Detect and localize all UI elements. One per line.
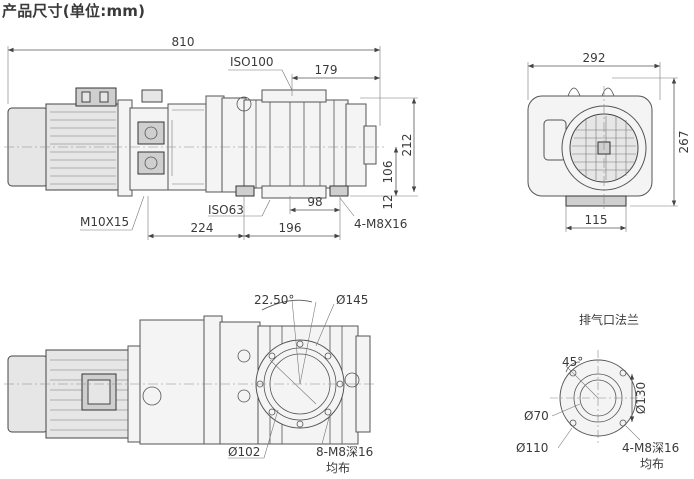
dim-height: 212	[400, 134, 414, 157]
side-view: 810 179 ISO100 212 106 12 98 ISO63 224 1…	[4, 35, 418, 240]
dim-top-angle: 22.50°	[254, 293, 294, 307]
dim-foot-thickness: 12	[381, 194, 395, 209]
label-top-bolt-spec: 8-M8深16	[316, 445, 373, 459]
dim-exhaust-outer: Ø110	[516, 441, 548, 455]
dim-base-width: 115	[585, 213, 608, 227]
dim-bolt-circle: Ø130	[634, 382, 648, 414]
label-exhaust-bolt-pattern: 均布	[640, 457, 664, 471]
dim-end-width: 292	[583, 51, 606, 65]
dim-outlet-length: 179	[315, 63, 338, 77]
dim-flange-outer: Ø145	[336, 293, 368, 307]
dim-exhaust-inner: Ø70	[524, 409, 549, 423]
label-outlet: ISO63	[208, 203, 244, 217]
dim-motor-flange-offset: 224	[191, 221, 214, 235]
motor	[7, 87, 119, 191]
exhaust-flange-view: 排气口法兰 45° Ø130 Ø70 Ø110 4-M8深16 均布	[516, 312, 679, 471]
page-title: 产品尺寸(单位:mm)	[2, 2, 146, 20]
dim-exhaust-angle: 45°	[562, 355, 583, 369]
dim-pump-length: 196	[279, 221, 302, 235]
label-foot-bolt: 4-M8X16	[354, 217, 407, 231]
end-view: 292 267 115	[527, 51, 691, 232]
label-exhaust-bolt-spec: 4-M8深16	[622, 441, 679, 455]
label-inlet: ISO100	[230, 55, 274, 69]
label-motor-bolt: M10X15	[80, 215, 129, 229]
dim-end-height: 267	[677, 131, 691, 154]
label-top-bolt-pattern: 均布	[326, 461, 350, 475]
dim-axis-height: 106	[381, 161, 395, 184]
top-view: 22.50° Ø145 Ø102 8-M8深16 均布	[4, 293, 376, 475]
dim-flange-inner: Ø102	[228, 445, 260, 459]
exhaust-flange-caption: 排气口法兰	[579, 312, 639, 327]
dim-foot-spacing: 98	[307, 195, 322, 209]
dim-overall-length: 810	[172, 35, 195, 49]
